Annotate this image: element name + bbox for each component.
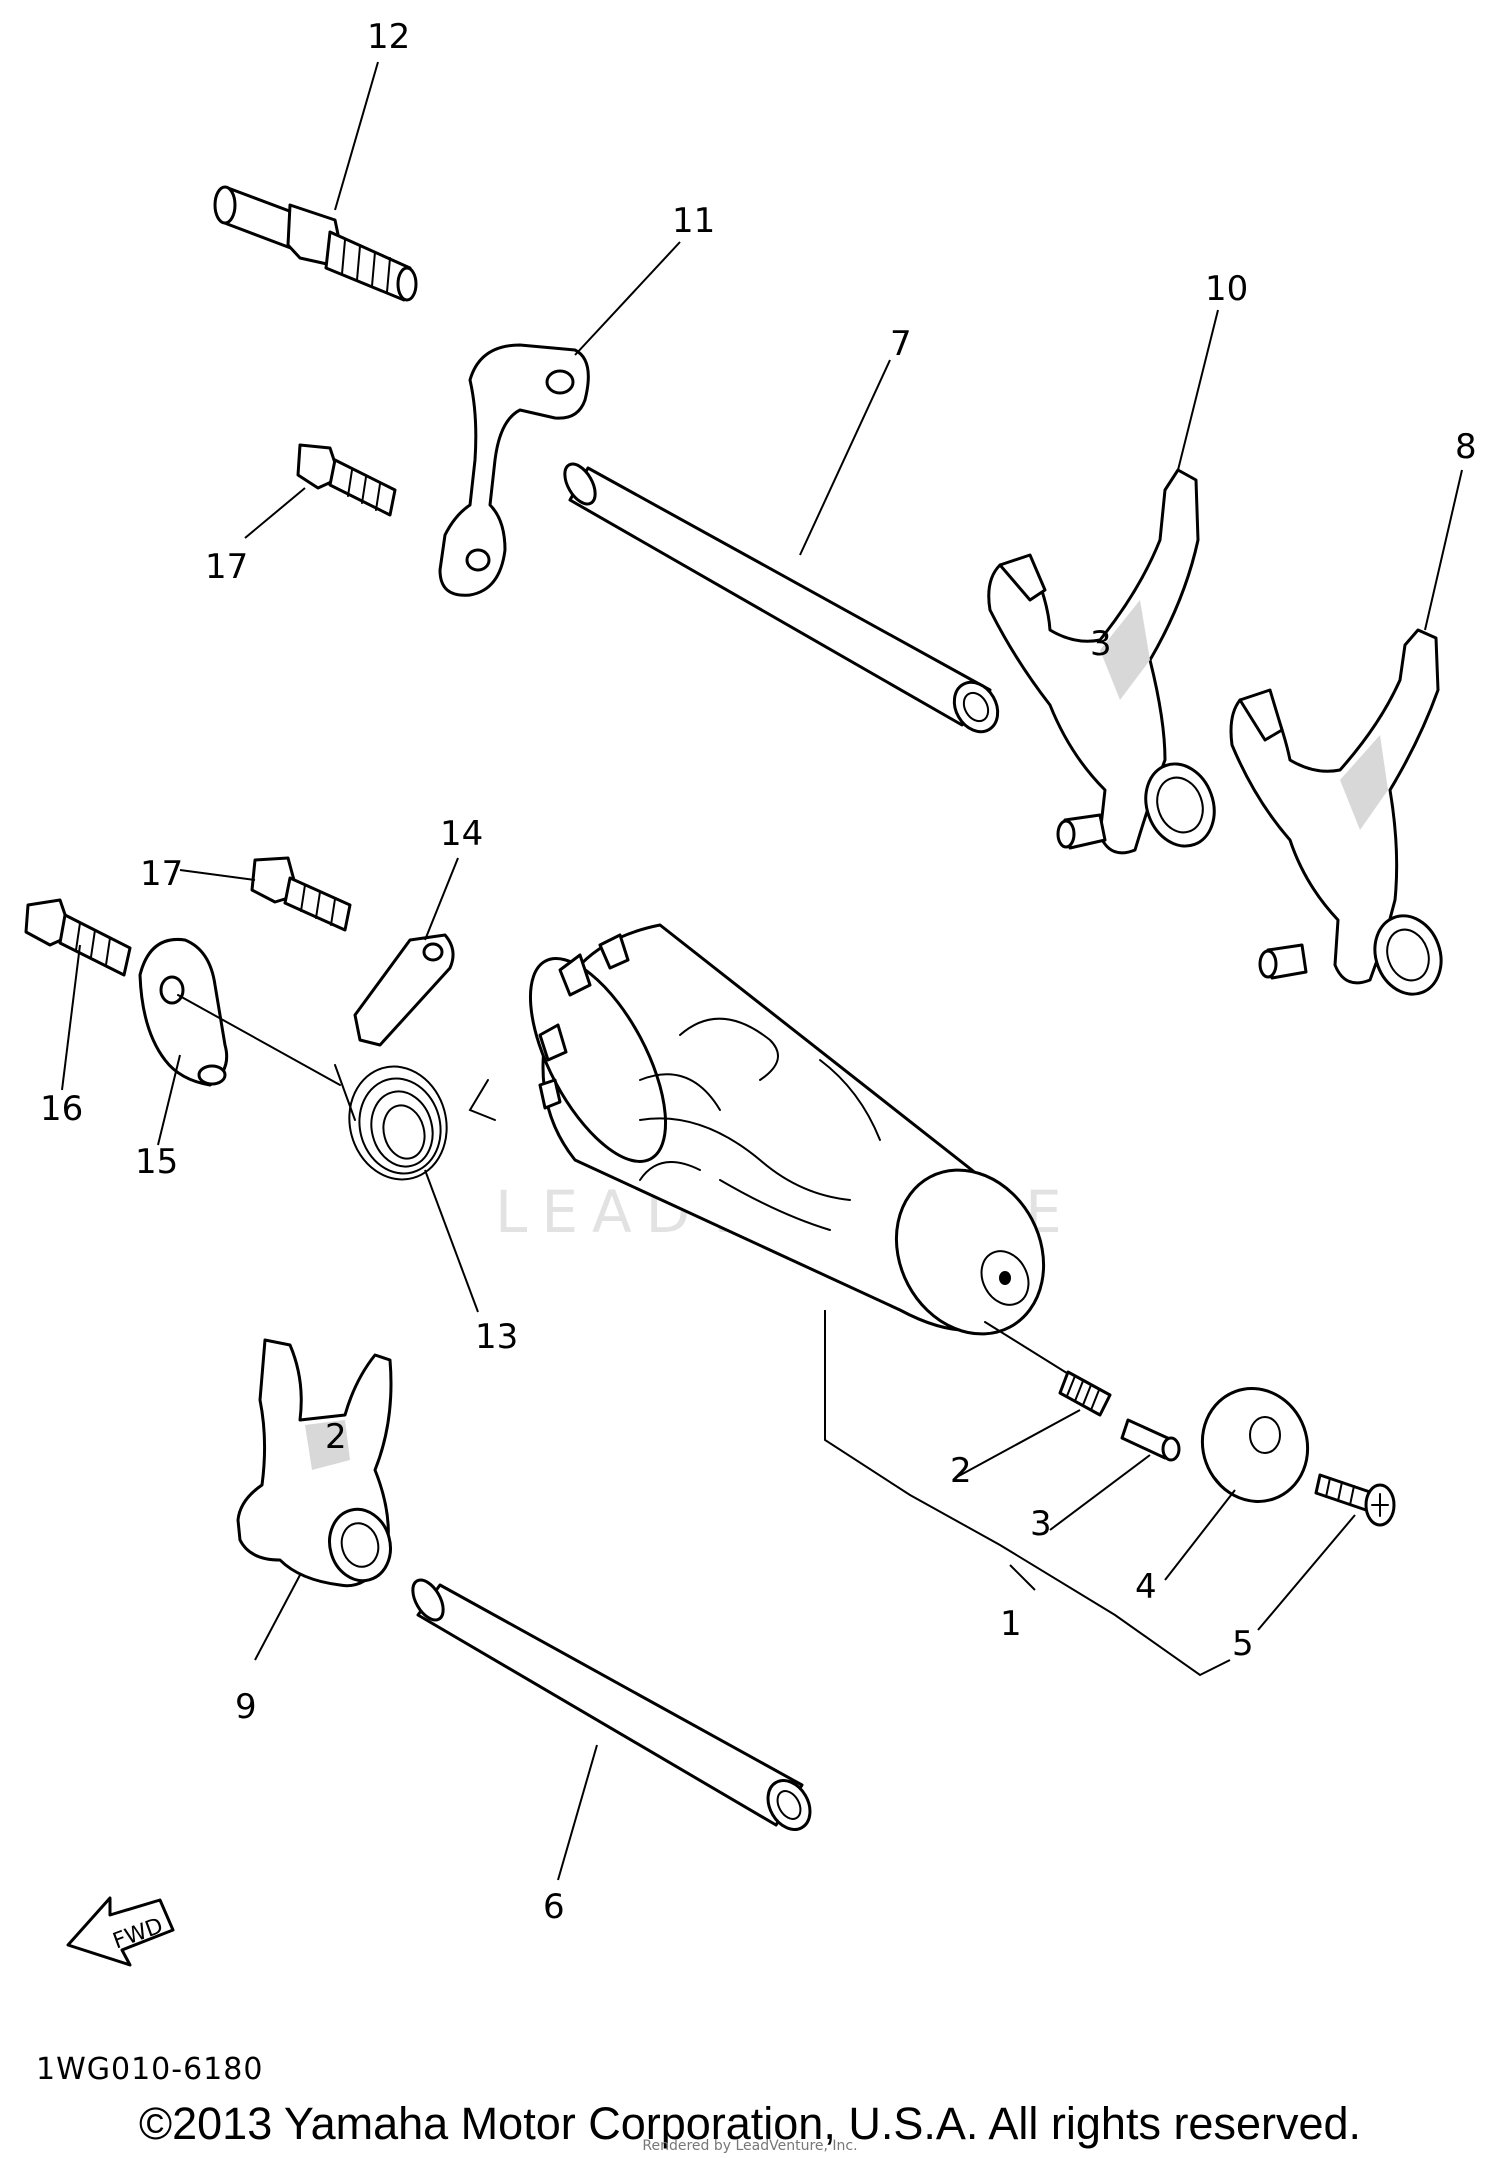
callout-17-middle: 17 — [140, 854, 183, 894]
part-9-shift-fork-2[interactable]: 2 — [236, 1338, 398, 1588]
part-5-screw[interactable] — [1314, 1473, 1396, 1527]
callout-9: 9 — [235, 1687, 257, 1727]
callout-8: 8 — [1455, 427, 1477, 467]
diagram-code: 1WG010-6180 — [36, 2052, 264, 2087]
fork-3-mark: 3 — [1090, 624, 1112, 664]
part-10-shift-fork-3[interactable]: 3 — [987, 468, 1226, 856]
part-13-torsion-spring[interactable] — [334, 1056, 496, 1191]
callout-11: 11 — [672, 201, 715, 241]
callout-12: 12 — [367, 17, 410, 57]
part-8-shift-fork-1[interactable] — [1229, 628, 1452, 1004]
part-6-shift-fork-shaft[interactable] — [407, 1575, 819, 1837]
callout-17-upper: 17 — [205, 547, 248, 587]
assembly-line-2 — [984, 1321, 1071, 1376]
part-1-shift-drum[interactable] — [503, 923, 1072, 1360]
part-16-bolt[interactable] — [24, 898, 132, 977]
copyright-notice: ©2013 Yamaha Motor Corporation, U.S.A. A… — [138, 2098, 1362, 2149]
part-7-shift-fork-shaft[interactable] — [559, 459, 1007, 740]
part-11-stopper-lever[interactable] — [438, 343, 590, 597]
part-4-segment-washer[interactable] — [1187, 1374, 1324, 1517]
callout-4: 4 — [1135, 1567, 1157, 1607]
leader-lines — [61, 61, 1463, 1881]
callout-14: 14 — [440, 814, 483, 854]
rendered-by-credit: Rendered by LeadVenture, Inc. — [642, 2138, 858, 2154]
assembly-line-15-13 — [177, 994, 341, 1086]
part-3-pin[interactable] — [1120, 1418, 1181, 1462]
fork-2-mark: 2 — [325, 1417, 347, 1457]
callout-labels: 12 11 7 10 8 17 17 14 16 15 13 9 6 2 3 1… — [40, 17, 1477, 1927]
callout-5: 5 — [1232, 1624, 1254, 1664]
fwd-arrow-icon: FWD — [66, 1896, 175, 1967]
callout-2: 2 — [950, 1451, 972, 1491]
callout-6: 6 — [543, 1887, 565, 1927]
callout-3: 3 — [1030, 1504, 1052, 1544]
callout-13: 13 — [475, 1317, 518, 1357]
part-15-segment-plate[interactable] — [138, 937, 229, 1087]
part-14-plate[interactable] — [353, 933, 455, 1047]
part-12-bolt[interactable] — [213, 185, 418, 302]
callout-10: 10 — [1205, 269, 1248, 309]
part-17-bolt-upper[interactable] — [296, 443, 397, 517]
part-17-bolt-middle[interactable] — [250, 856, 352, 932]
callout-16: 16 — [40, 1089, 83, 1129]
part-2-spring[interactable] — [1058, 1370, 1112, 1417]
callout-15: 15 — [135, 1142, 178, 1182]
callout-7: 7 — [890, 324, 912, 364]
callout-1: 1 — [1000, 1604, 1022, 1644]
